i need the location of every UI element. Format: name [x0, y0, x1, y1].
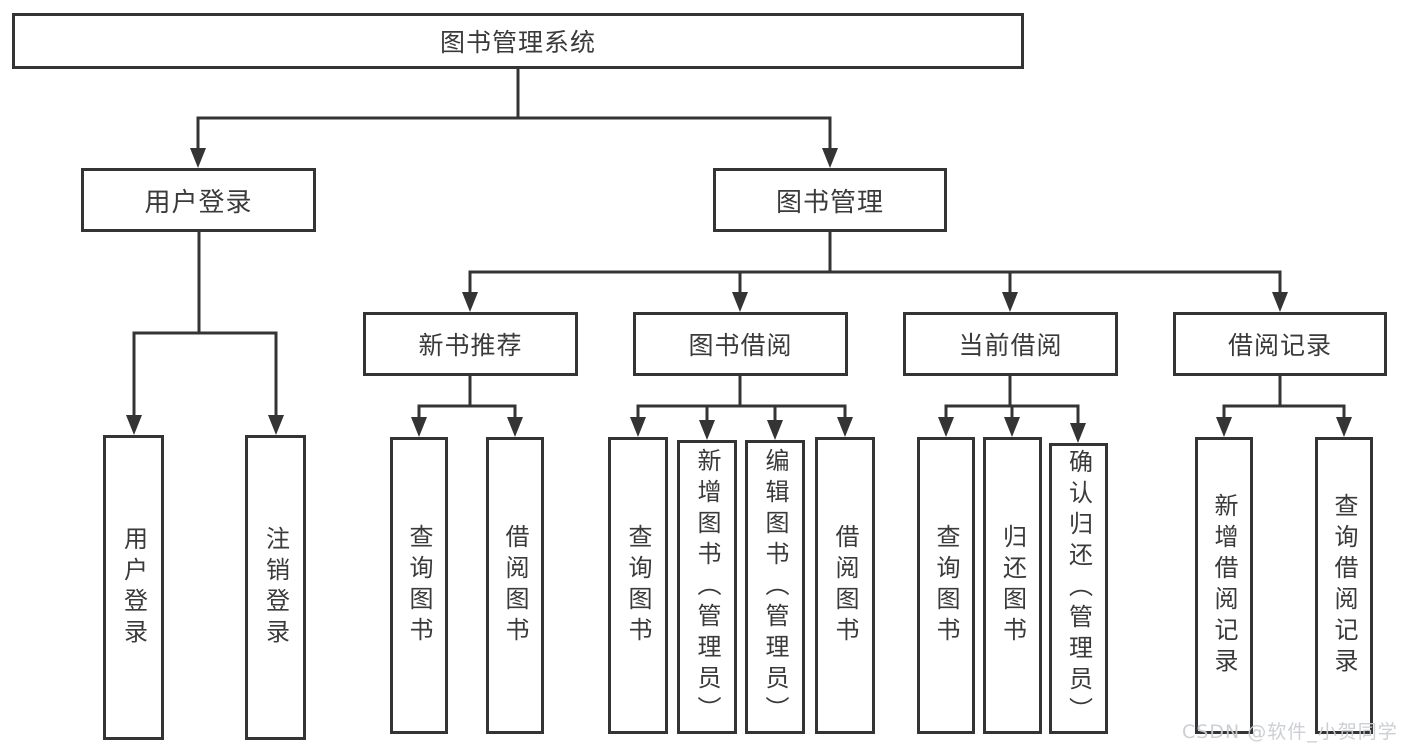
node-borrowing-records: 借阅记录: [1173, 312, 1387, 376]
leaf-logout-login: 注销登录: [245, 435, 306, 740]
node-book-management: 图书管理: [713, 168, 947, 232]
leaf-borrow-borrow-book-label: 借阅图书: [831, 523, 859, 648]
node-user-login: 用户登录: [81, 168, 316, 232]
leaf-borrow-query-book: 查询图书: [608, 437, 668, 734]
leaf-current-return-book-label: 归还图书: [998, 523, 1027, 648]
node-new-book-recommend: 新书推荐: [363, 312, 578, 376]
leaf-record-query-borrow-record-label: 查询借阅记录: [1330, 492, 1358, 679]
leaf-record-add-borrow-record: 新增借阅记录: [1195, 437, 1253, 734]
node-book-borrowing: 图书借阅: [633, 312, 848, 376]
leaf-current-query-book-label: 查询图书: [932, 523, 960, 648]
node-library-management-system: 图书管理系统: [12, 13, 1024, 69]
leaf-recommend-borrow-book-label: 借阅图书: [501, 523, 529, 648]
csdn-watermark: CSDN @软件_小贺同学: [1182, 721, 1398, 743]
leaf-borrow-borrow-book: 借阅图书: [815, 437, 875, 734]
leaf-record-add-borrow-record-label: 新增借阅记录: [1210, 492, 1238, 679]
leaf-recommend-query-book-label: 查询图书: [405, 523, 433, 648]
node-current-borrowing: 当前借阅: [903, 312, 1118, 376]
leaf-borrow-add-book-admin: 新增图书（管理员）: [677, 440, 737, 734]
leaf-borrow-edit-book-admin: 编辑图书（管理员）: [745, 440, 805, 734]
leaf-logout-login-label: 注销登录: [261, 525, 290, 650]
leaf-recommend-query-book: 查询图书: [390, 437, 448, 734]
leaf-borrow-edit-book-admin-label: 编辑图书（管理员）: [761, 447, 789, 727]
leaf-borrow-query-book-label: 查询图书: [624, 523, 652, 648]
leaf-current-confirm-return-admin-label: 确认归还（管理员）: [1064, 449, 1093, 728]
leaf-current-confirm-return-admin: 确认归还（管理员）: [1049, 443, 1108, 734]
leaf-borrow-add-book-admin-label: 新增图书（管理员）: [693, 447, 721, 727]
leaf-recommend-borrow-book: 借阅图书: [486, 437, 544, 734]
leaf-record-query-borrow-record: 查询借阅记录: [1315, 437, 1373, 734]
leaf-current-return-book: 归还图书: [983, 437, 1042, 734]
leaf-current-query-book: 查询图书: [917, 437, 975, 734]
leaf-user-login-label: 用户登录: [119, 525, 148, 650]
leaf-user-login: 用户登录: [103, 435, 164, 740]
